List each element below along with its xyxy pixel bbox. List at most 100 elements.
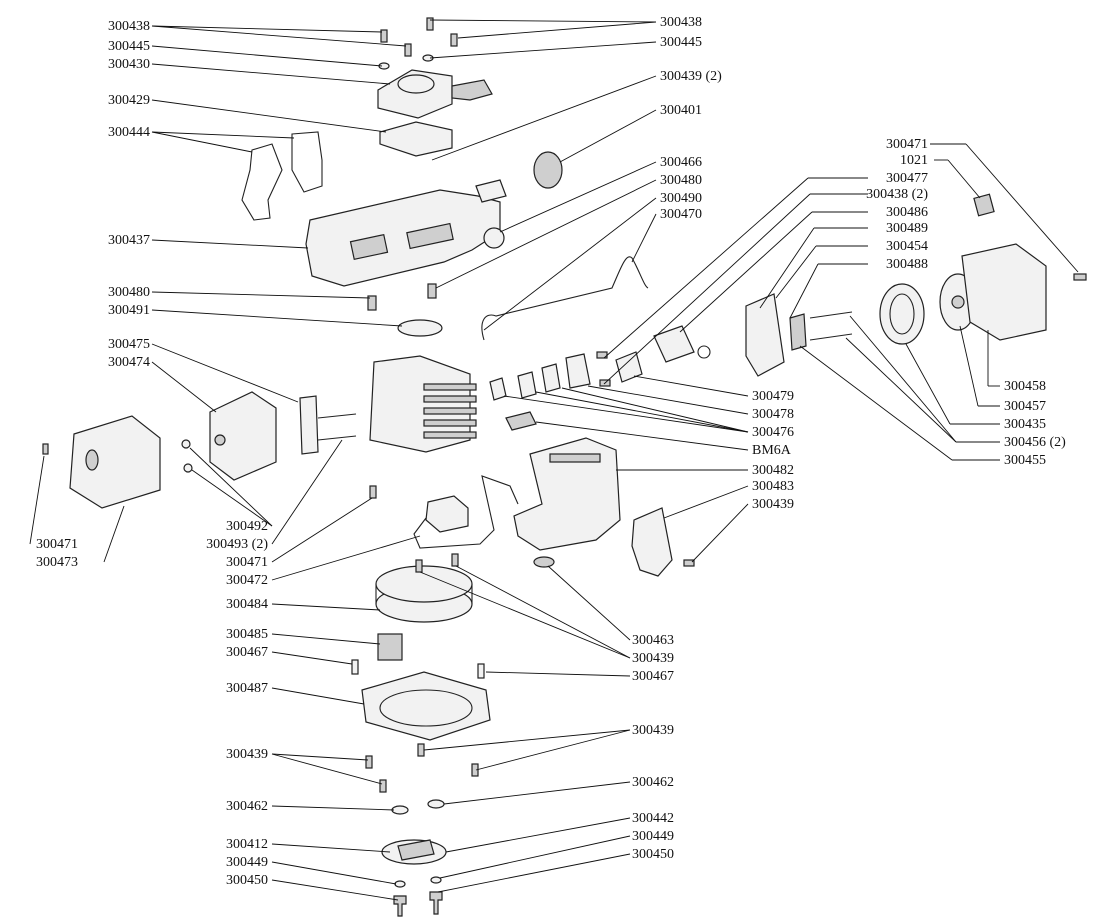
callout-300467-right: 300467 <box>632 669 674 684</box>
callout-300474: 300474 <box>108 355 150 370</box>
pin-right <box>477 663 485 679</box>
callout-300472: 300472 <box>226 573 268 588</box>
engine-mount <box>381 839 447 865</box>
callout-300438-2: 300438 (2) <box>866 187 928 202</box>
carburetor-block <box>377 69 493 119</box>
callout-300475: 300475 <box>108 337 150 352</box>
screw-left <box>42 443 49 455</box>
air-box <box>745 293 785 377</box>
callout-300429: 300429 <box>108 93 150 108</box>
leader-lines <box>29 19 1079 901</box>
bracket-right <box>291 131 323 193</box>
callout-300444: 300444 <box>108 125 150 140</box>
pin-left <box>351 659 359 675</box>
callout-300483: 300483 <box>752 479 794 494</box>
top-screws <box>378 17 458 70</box>
callout-300439-2-top: 300439 (2) <box>660 69 722 84</box>
callout-300493-2: 300493 (2) <box>206 537 268 552</box>
callout-300466: 300466 <box>660 155 702 170</box>
callout-300491: 300491 <box>108 303 150 318</box>
crankcase-half <box>361 671 491 741</box>
carb-gasket-a <box>489 377 507 401</box>
callout-300471-top: 300471 <box>886 137 928 152</box>
carb-gasket-b <box>517 371 537 399</box>
parts-drawing <box>42 17 1087 917</box>
carb-gasket-c <box>541 363 561 393</box>
callout-300490: 300490 <box>660 191 702 206</box>
screw-bottom-d <box>379 779 387 793</box>
washer-right <box>427 799 445 809</box>
callout-300467-left: 300467 <box>226 645 268 660</box>
callout-300484: 300484 <box>226 597 268 612</box>
screw-cover <box>683 559 695 567</box>
air-filter-element <box>879 283 925 345</box>
muffler <box>209 391 277 481</box>
callout-300476: 300476 <box>752 425 794 440</box>
o-ring <box>697 345 711 359</box>
nut-lower <box>183 463 193 473</box>
muffler-gasket <box>299 395 319 455</box>
callout-300449-left: 300449 <box>226 855 268 870</box>
screw-bottom-c <box>471 763 479 777</box>
air-filter-housing <box>305 179 507 287</box>
plug <box>483 227 505 249</box>
callout-300480-right: 300480 <box>660 173 702 188</box>
callout-300492: 300492 <box>226 519 268 534</box>
callout-labels: 300438 300445 300430 300429 300444 30043… <box>36 15 1066 888</box>
screw-mid-b <box>451 553 459 567</box>
choke-lever <box>789 313 807 351</box>
callout-300456-2: 300456 (2) <box>1004 435 1066 450</box>
callout-300439-mid-right: 300439 <box>752 497 794 512</box>
callout-300439-mid-2: 300439 <box>632 651 674 666</box>
callout-300478: 300478 <box>752 407 794 422</box>
washer-left <box>391 805 409 815</box>
callout-300471-mid-left: 300471 <box>226 555 268 570</box>
washer-bolt-left <box>394 880 406 888</box>
carb-plate <box>615 351 643 383</box>
side-cover <box>631 507 673 577</box>
callout-300471-far-left: 300471 <box>36 537 78 552</box>
screw-top-right <box>1073 273 1087 281</box>
callout-300462-right: 300462 <box>632 775 674 790</box>
engine-shroud <box>513 437 621 551</box>
callout-300450-right: 300450 <box>632 847 674 862</box>
callout-300489: 300489 <box>886 221 928 236</box>
callout-300450-left: 300450 <box>226 873 268 888</box>
callout-300473: 300473 <box>36 555 78 570</box>
callout-300439-bottom-left: 300439 <box>226 747 268 762</box>
callout-300430: 300430 <box>108 57 150 72</box>
screw-bottom-a <box>417 743 425 757</box>
callout-300488: 300488 <box>886 257 928 272</box>
callout-300457: 300457 <box>1004 399 1046 414</box>
callout-300449-right: 300449 <box>632 829 674 844</box>
standoff-right <box>427 283 437 299</box>
callout-300485: 300485 <box>226 627 268 642</box>
callout-300445-left: 300445 <box>108 39 150 54</box>
callout-300487: 300487 <box>226 681 268 696</box>
knob <box>533 151 563 189</box>
callout-300438-left: 300438 <box>108 19 150 34</box>
bolt-right <box>429 891 443 915</box>
callout-300463: 300463 <box>632 633 674 648</box>
rubber-damper <box>533 556 555 568</box>
nut-upper <box>181 439 191 449</box>
callout-300438-right: 300438 <box>660 15 702 30</box>
callout-300445-right: 300445 <box>660 35 702 50</box>
screw-coil <box>369 485 377 499</box>
carburetor <box>653 325 695 363</box>
ignition-coil <box>413 475 519 549</box>
carb-spacer <box>565 353 591 389</box>
screw-mid-a <box>415 559 423 573</box>
screw-bottom-b <box>365 755 373 769</box>
callout-300479: 300479 <box>752 389 794 404</box>
muffler-cover <box>69 415 161 509</box>
spark-plug <box>505 411 537 431</box>
callout-300401: 300401 <box>660 103 702 118</box>
washer-bolt-right <box>430 876 442 884</box>
engine-cylinder <box>369 355 477 453</box>
callout-300458: 300458 <box>1004 379 1046 394</box>
standoff-left <box>367 295 377 311</box>
callout-300480-left: 300480 <box>108 285 150 300</box>
callout-300477: 300477 <box>886 171 928 186</box>
